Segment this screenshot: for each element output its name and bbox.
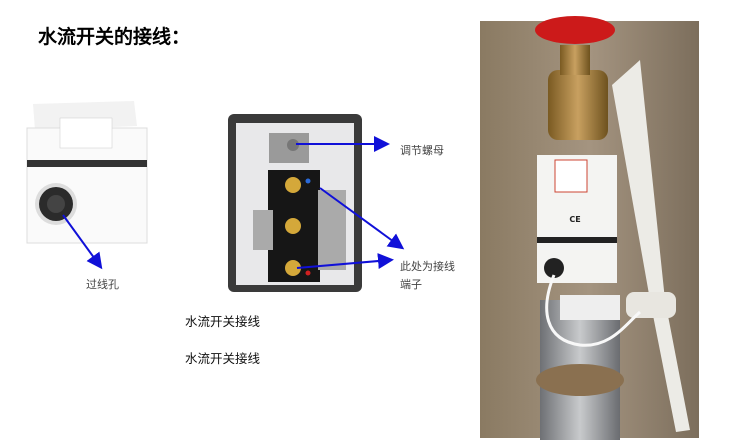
- caption-2: 水流开关接线: [185, 351, 261, 366]
- label-wire-hole: 过线孔: [86, 278, 119, 291]
- page-title: 水流开关的接线：: [38, 26, 191, 48]
- switch-box-photo: [26, 101, 148, 244]
- switch-interior-photo: [228, 114, 362, 292]
- label-adjust-nut: 调节螺母: [400, 144, 444, 157]
- ce-mark: CE: [569, 215, 580, 224]
- installed-switch-photo: CE: [480, 16, 699, 440]
- caption-1: 水流开关接线: [185, 314, 261, 329]
- arrow-terminal-2: [296, 253, 394, 269]
- label-terminal-line1: 此处为接线: [400, 260, 455, 273]
- arrow-terminal-1: [319, 187, 405, 250]
- label-terminal-line2: 端子: [400, 278, 422, 291]
- arrow-wire-hole: [62, 214, 103, 270]
